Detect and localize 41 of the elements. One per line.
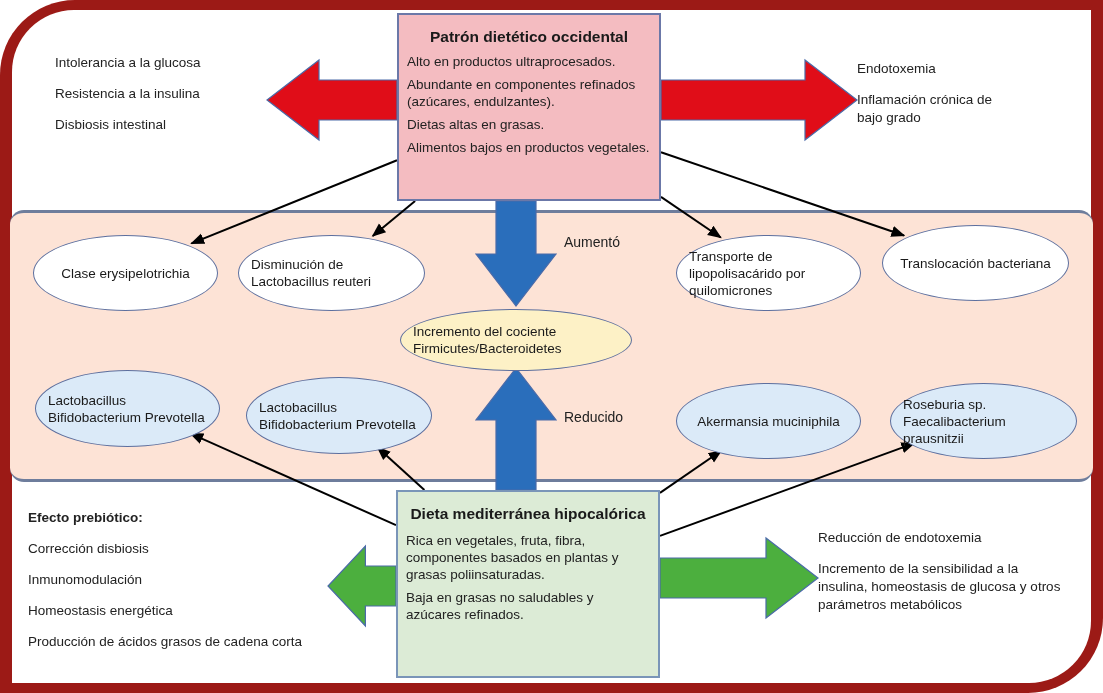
- outcome-text: Reducción de endotoxemia: [818, 529, 983, 547]
- box-text: Baja en grasas no saludables y azúcares refinados.: [406, 589, 595, 623]
- ellipse-label: Roseburia sp. Faecalibacterium prausnitzii: [903, 395, 1007, 447]
- box-heading: Dieta mediterránea hipocalórica: [409, 504, 647, 524]
- block-arrow: [474, 200, 558, 307]
- outcome-text: Efecto prebiótico:: [28, 508, 144, 527]
- outcome-text: Inflamación crónica de bajo grado: [857, 91, 994, 127]
- ellipse-label: Lactobacillus Bifidobacterium Prevotella: [259, 398, 417, 433]
- outcome-text: Disbiosis intestinal: [55, 115, 168, 134]
- outcome-text: Inmunomodulación: [28, 570, 144, 589]
- outcome-text: Resistencia a la insulina: [55, 84, 201, 103]
- arrow: [660, 151, 906, 237]
- block-arrow: [327, 544, 397, 628]
- band-background: [10, 210, 1093, 482]
- box-text: Dietas altas en grasas.: [407, 116, 546, 133]
- block-arrow: [659, 536, 819, 620]
- outcome-text: Homeostasis energética: [28, 601, 174, 620]
- diet-box: [396, 490, 660, 678]
- ellipse-label: Akermansia muciniphila: [697, 412, 840, 430]
- outcome-text: Incremento de la sensibilidad a la insulina, homeostasis de glucosa y otros parámetros metabólicos: [818, 560, 1062, 614]
- block-arrow: [266, 58, 398, 142]
- outcome-text: Corrección disbiosis: [28, 539, 150, 558]
- box-text: Alto en productos ultraprocesados.: [407, 53, 617, 70]
- ellipse-label: Translocación bacteriana: [900, 254, 1051, 272]
- box-text: Abundante en componentes refinados (azúcares, endulzantes).: [407, 76, 637, 110]
- diet-box: [397, 13, 661, 201]
- box-heading: Patrón dietético occidental: [428, 27, 630, 47]
- arrow: [371, 200, 417, 237]
- box-text: Rica en vegetales, fruta, fibra, componentes basados en plantas y grasas poliinsaturadas.: [406, 532, 620, 583]
- ellipse-label: Clase erysipelotrichia: [61, 264, 190, 282]
- arrow: [190, 159, 398, 245]
- ellipse-label: Transporte de lipopolisacárido por quilomicrones: [689, 247, 807, 299]
- box-text: Alimentos bajos en productos vegetales.: [407, 139, 651, 156]
- outcome-text: Endotoxemia: [857, 60, 937, 78]
- block-arrow: [660, 58, 858, 142]
- ellipse-label: Lactobacillus Bifidobacterium Prevotella: [48, 391, 206, 426]
- ellipse-label: Disminución de Lactobacillus reuteri: [251, 256, 373, 290]
- outcome-text: Intolerancia a la glucosa: [55, 53, 202, 72]
- outcome-text: Producción de ácidos grasos de cadena corta: [28, 632, 303, 651]
- arrow: [660, 195, 722, 239]
- ellipse-label: Incremento del cociente Firmicutes/Bacteroidetes: [413, 323, 563, 357]
